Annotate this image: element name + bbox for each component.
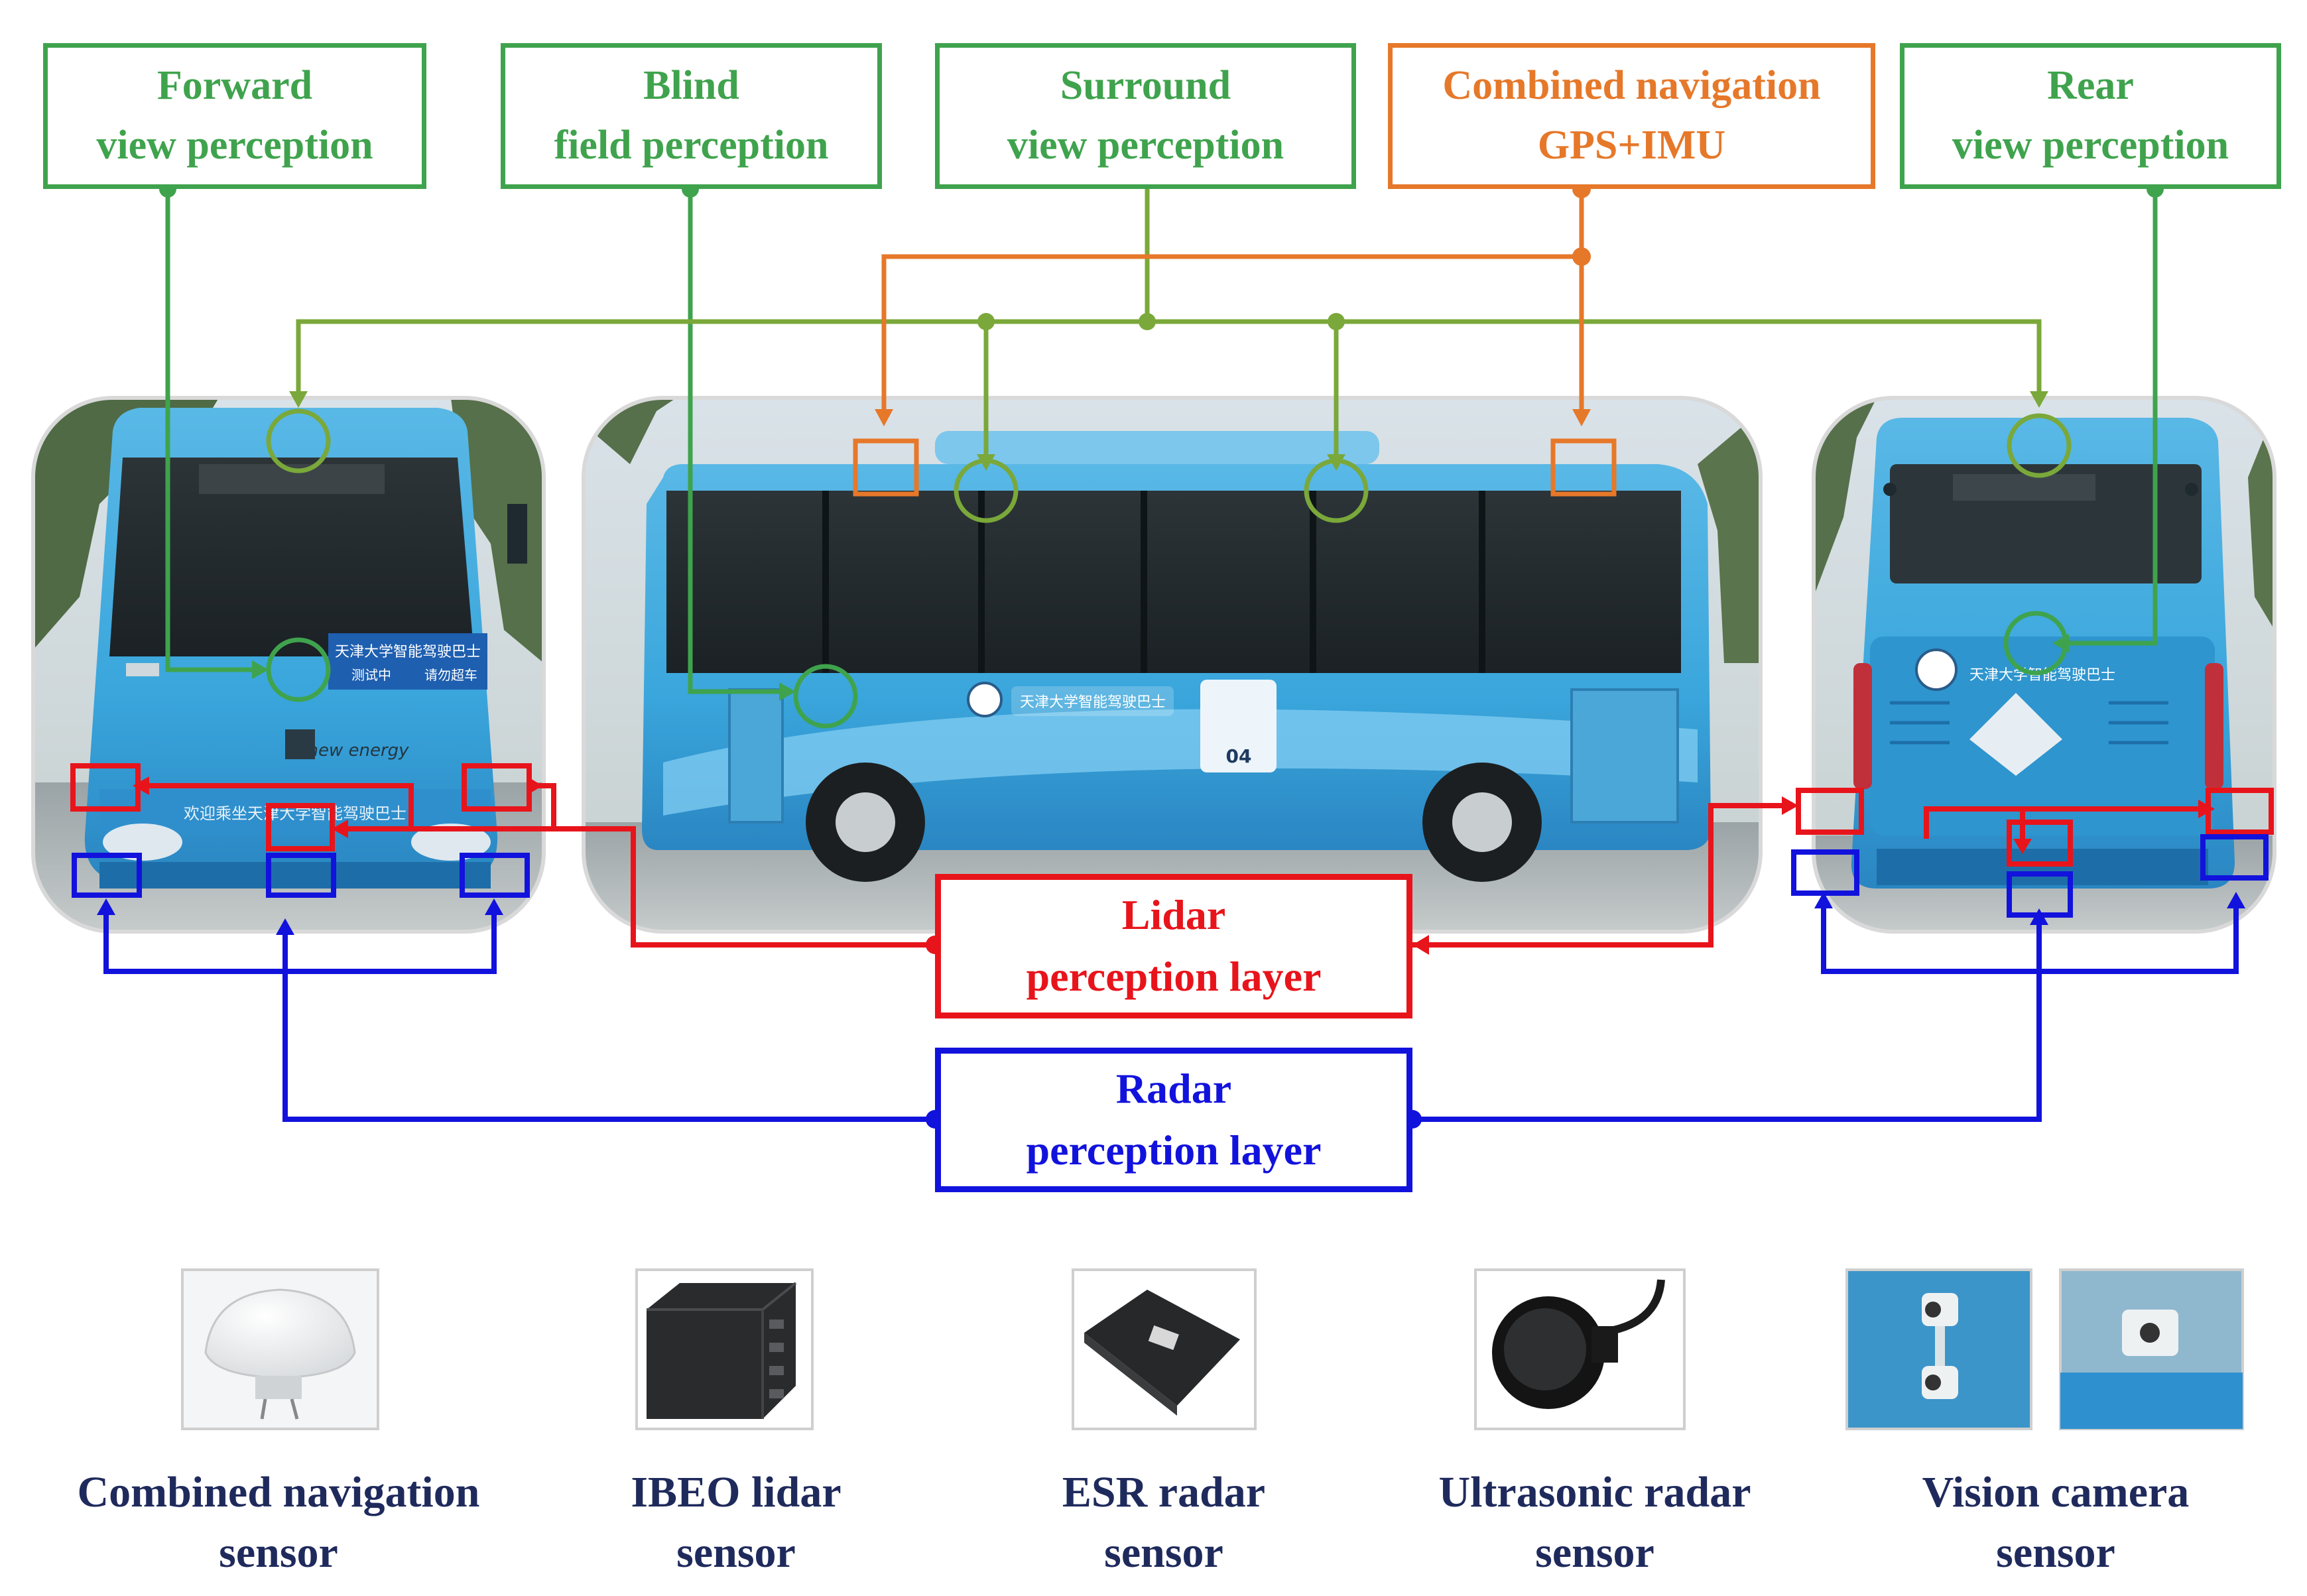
caption-line-1: IBEO lidar: [631, 1468, 842, 1516]
surround-box-line-1: Surround: [1060, 63, 1231, 109]
ibeo-lidar-sensor-caption: IBEO lidar sensor: [524, 1462, 948, 1583]
caption-line-2: sensor: [1996, 1528, 2115, 1577]
caption-line-1: Ultrasonic radar: [1438, 1468, 1751, 1516]
caption-line-1: ESR radar: [1062, 1468, 1266, 1516]
radar-sensor-markers: [72, 834, 2269, 918]
esr-radar-image: [1072, 1268, 1257, 1430]
vision-connectors: [165, 189, 2158, 694]
navigation-arrowheads: [875, 180, 1591, 426]
combined-navigation-sensor-caption: Combined navigation sensor: [66, 1462, 491, 1583]
vision-camera-image: [1845, 1268, 2244, 1430]
front-brand-text: new energy: [307, 741, 409, 761]
lidar-connectors: [146, 783, 2202, 948]
combined-navigation-box: Combined navigation GPS+IMU: [1388, 43, 1875, 189]
front-sign-line-2: 测试中: [351, 667, 391, 683]
rear-box-line-1: Rear: [2047, 63, 2134, 109]
caption-line-1: Vision camera: [1922, 1468, 2190, 1516]
rear-view-perception-box: Rear view perception: [1900, 43, 2281, 189]
radar-box-line-2: perception layer: [1026, 1127, 1322, 1174]
blind-box-line-1: Blind: [643, 63, 739, 109]
vision-camera-sensor-caption: Vision camera sensor: [1843, 1462, 2268, 1583]
navigation-antenna-markers: [853, 438, 1617, 497]
forward-box-line-1: Forward: [156, 63, 313, 109]
caption-line-2: sensor: [1535, 1528, 1654, 1577]
surround-box-line-2: view perception: [1007, 123, 1284, 168]
forward-box-line-2: view perception: [96, 123, 373, 168]
lidar-box-line-1: Lidar: [1121, 891, 1226, 939]
blind-box-line-2: field perception: [554, 123, 829, 168]
radar-connectors: [103, 902, 2239, 1122]
rear-box-line-2: view perception: [1952, 123, 2229, 168]
rear-banner: 天津大学智能驾驶巴士: [1969, 667, 2115, 684]
radar-perception-layer-box: Radar perception layer: [935, 1048, 1412, 1192]
front-bus-photo: 天津大学智能驾驶巴士 测试中 请勿超车 new energy 欢迎乘坐天津大学智…: [33, 398, 544, 932]
caption-line-2: sensor: [219, 1528, 338, 1577]
forward-view-perception-box: Forward view perception: [43, 43, 426, 189]
lidar-sensor-markers: [70, 763, 2274, 867]
ultrasonic-radar-image: [1474, 1268, 1686, 1430]
lidar-box-line-2: perception layer: [1026, 953, 1322, 1000]
radar-box-line-1: Radar: [1115, 1065, 1232, 1113]
front-sign-line-1: 天津大学智能驾驶巴士: [335, 644, 481, 660]
front-sign-line-3: 请勿超车: [424, 667, 477, 683]
navigation-sensor-image: [181, 1268, 379, 1430]
navigation-connectors: [881, 189, 1584, 414]
side-bus-number: 04: [1226, 745, 1252, 767]
ultrasonic-radar-sensor-caption: Ultrasonic radar sensor: [1383, 1462, 1807, 1583]
caption-line-2: sensor: [1104, 1528, 1223, 1577]
vision-camera-markers: [266, 611, 2068, 729]
ibeo-lidar-image: [635, 1268, 814, 1430]
surround-camera-markers: [266, 408, 2072, 523]
navigation-box-line-2: GPS+IMU: [1537, 123, 1726, 168]
rear-bus-photo: 天津大学智能驾驶巴士: [1814, 398, 2275, 932]
esr-radar-sensor-caption: ESR radar sensor: [952, 1462, 1376, 1583]
surround-view-perception-box: Surround view perception: [935, 43, 1356, 189]
caption-line-1: Combined navigation: [77, 1468, 480, 1516]
side-banner: 天津大学智能驾驶巴士: [1020, 694, 1166, 711]
lidar-perception-layer-box: Lidar perception layer: [935, 874, 1412, 1018]
side-bus-photo: 天津大学智能驾驶巴士 04: [584, 398, 1761, 932]
blind-field-perception-box: Blind field perception: [501, 43, 882, 189]
caption-line-2: sensor: [676, 1528, 796, 1577]
navigation-box-line-1: Combined navigation: [1442, 63, 1821, 109]
